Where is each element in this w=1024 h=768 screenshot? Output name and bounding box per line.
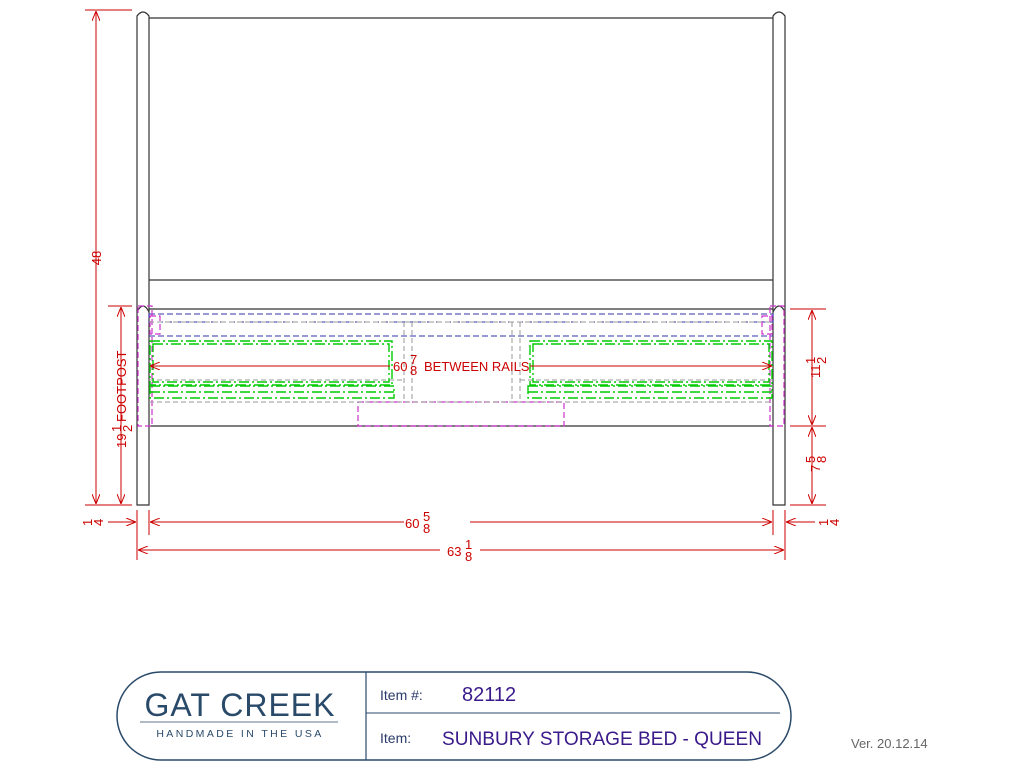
item-number-label: Item #: [380, 687, 423, 703]
item-name-value: SUNBURY STORAGE BED - QUEEN [442, 729, 762, 750]
dim-overall-height: 48 [89, 251, 104, 265]
title-block-frame [116, 671, 792, 761]
svg-text:BETWEEN RAILS: BETWEEN RAILS [424, 359, 530, 374]
dimension-labels: 48 19 1 2 FOOTPOST 60 7 8 BETWEEN RAILS … [80, 251, 842, 564]
dim-between-rails: 60 7 8 BETWEEN RAILS [393, 352, 530, 378]
svg-text:1: 1 [803, 357, 818, 364]
brand-tagline: HANDMADE IN THE USA [156, 728, 323, 740]
dim-inner-width: 60 5 8 [405, 509, 430, 536]
dim-post-right: 1 4 [816, 519, 842, 526]
svg-text:2: 2 [120, 425, 135, 432]
svg-text:1: 1 [80, 519, 95, 526]
dimension-lines [85, 9, 826, 560]
right-drawer [527, 340, 773, 399]
svg-text:60: 60 [393, 359, 407, 374]
left-foot-cap [136, 305, 150, 313]
left-drawer [149, 340, 395, 399]
brand-logo: GAT CREEK [145, 687, 336, 723]
center-support [357, 401, 565, 427]
svg-text:60: 60 [405, 516, 419, 531]
right-corner-block [761, 315, 773, 335]
dim-rail-height: 11 1 2 [803, 357, 829, 378]
svg-text:7: 7 [410, 352, 417, 367]
svg-text:5: 5 [803, 456, 818, 463]
svg-text:63: 63 [447, 544, 461, 559]
item-number-value: 82112 [462, 684, 516, 706]
svg-text:8: 8 [423, 521, 430, 536]
dim-overall-width: 63 1 8 [447, 537, 472, 564]
right-foot-cap [772, 305, 786, 313]
svg-text:11: 11 [808, 365, 823, 379]
svg-text:1: 1 [109, 425, 124, 432]
left-post [136, 11, 150, 506]
left-corner-block [149, 315, 161, 335]
svg-text:19: 19 [114, 434, 129, 448]
item-name-label: Item: [380, 730, 411, 746]
bed-outline [136, 11, 786, 506]
svg-text:2: 2 [814, 357, 829, 364]
svg-text:8: 8 [814, 456, 829, 463]
dim-rail-clearance: 7 5 8 [803, 456, 829, 472]
svg-text:8: 8 [465, 549, 472, 564]
right-post [772, 11, 786, 506]
hidden-top-rail [148, 313, 774, 323]
version-label: Ver. 20.12.14 [851, 736, 928, 751]
hidden-drawer-boxes [149, 321, 773, 403]
svg-text:4: 4 [91, 519, 106, 526]
svg-text:FOOTPOST: FOOTPOST [114, 350, 129, 422]
svg-text:7: 7 [808, 465, 823, 472]
svg-text:1: 1 [816, 519, 831, 526]
title-block: GAT CREEK HANDMADE IN THE USA Item #: 82… [116, 671, 792, 761]
svg-text:8: 8 [410, 363, 417, 378]
dim-footpost: 19 1 2 FOOTPOST [109, 350, 135, 448]
svg-text:1: 1 [465, 537, 472, 552]
svg-text:4: 4 [827, 519, 842, 526]
hidden-rail-lines [148, 313, 774, 337]
svg-text:5: 5 [423, 509, 430, 524]
dim-post-left: 1 4 [80, 519, 106, 526]
